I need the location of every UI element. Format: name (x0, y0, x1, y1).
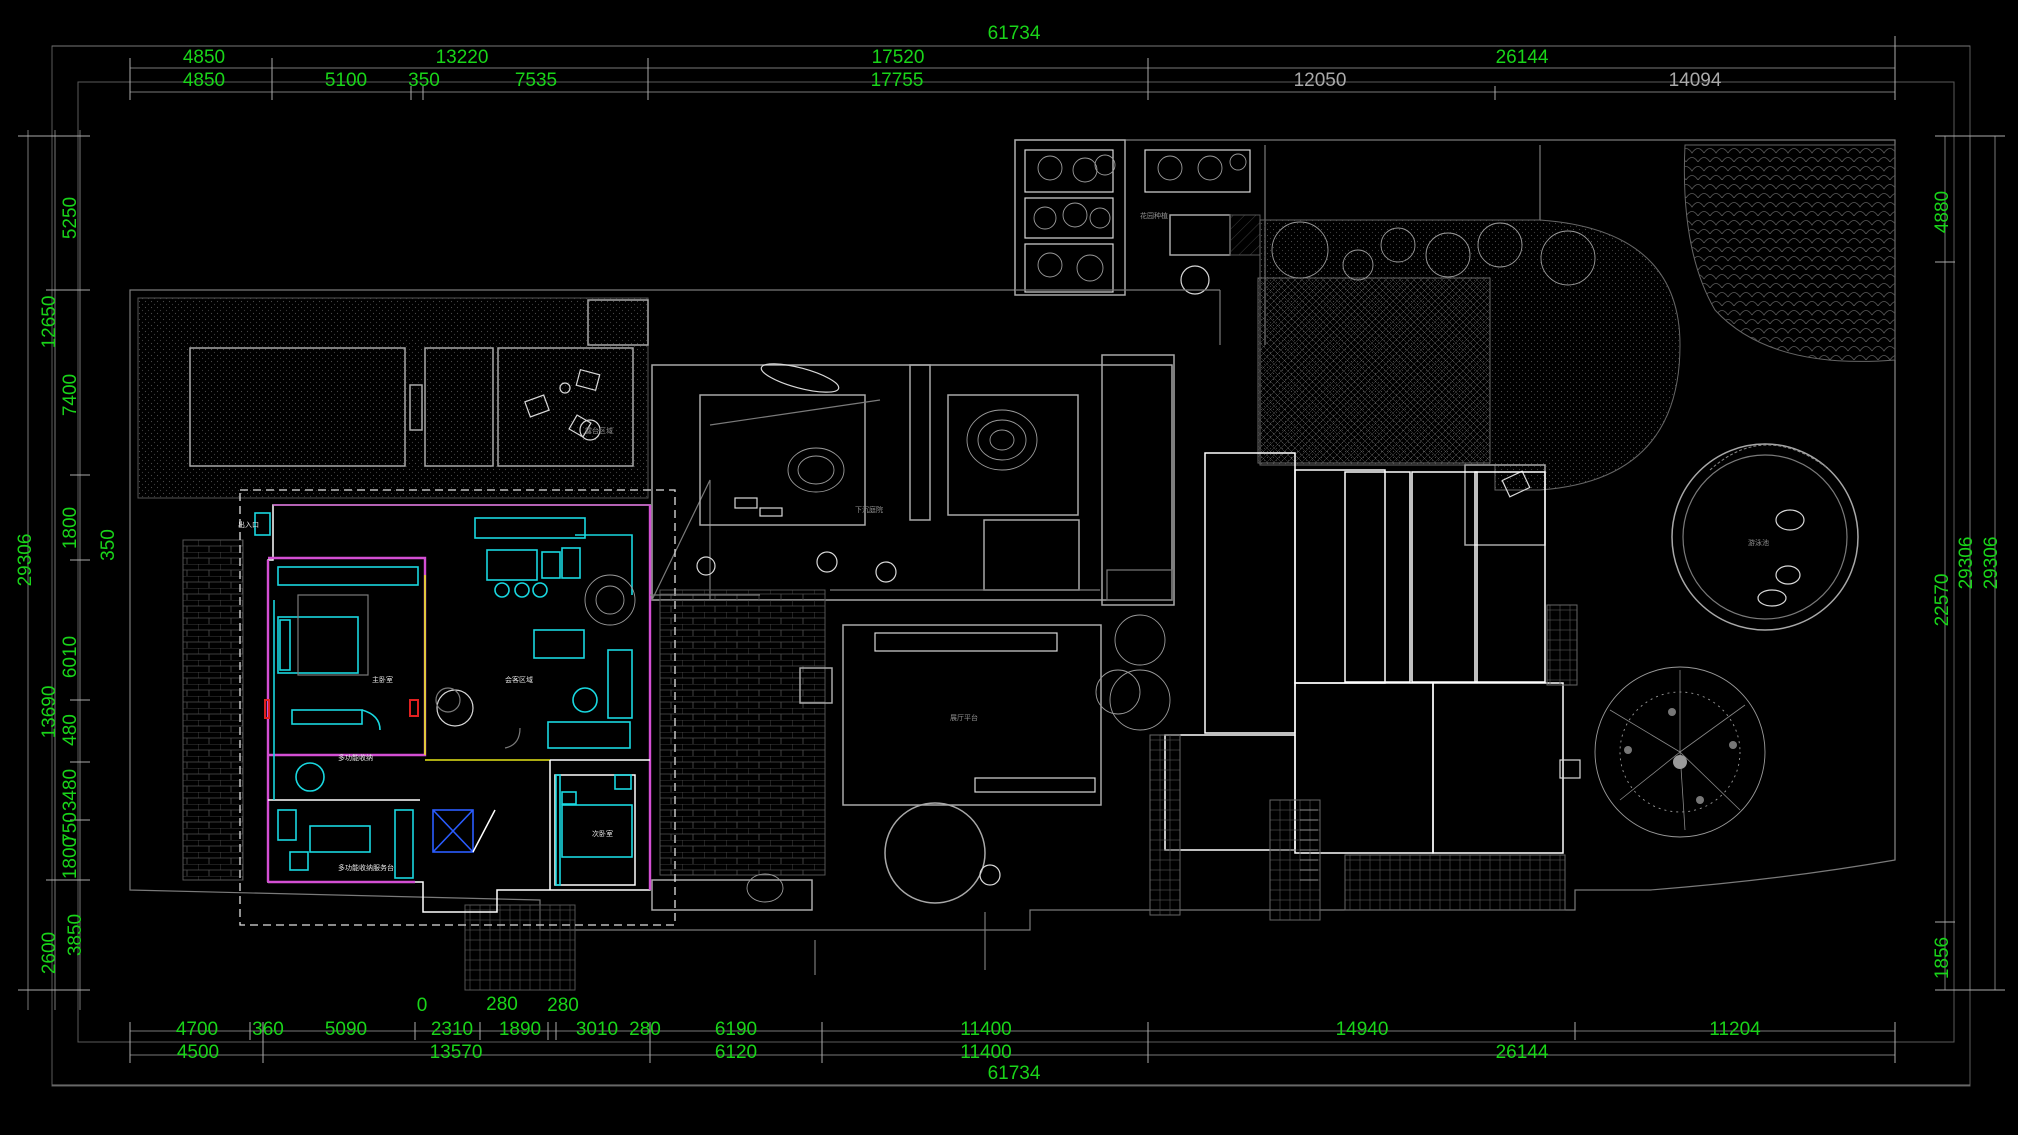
dim-left-in-7: 3480 (60, 769, 81, 811)
dim-right-in-2: 22570 (1932, 574, 1953, 627)
dim-top2-6: 12050 (1294, 70, 1347, 91)
dim-bot-5: 1890 (499, 1019, 541, 1040)
dim-right-in-1: 4880 (1932, 191, 1953, 233)
dim-bot-extra-3: 280 (547, 995, 579, 1016)
dim-top2-3: 350 (408, 70, 440, 91)
dim-bot2-5: 26144 (1496, 1042, 1549, 1063)
dim-bot2-4: 11400 (960, 1042, 1011, 1063)
right-plaza (1257, 219, 1681, 546)
dim-bot-8: 6190 (715, 1019, 757, 1040)
site-boundary (129, 139, 1896, 931)
dimension-text-left: 29306 12650 13690 3850 5250 7400 1800 35… (15, 197, 119, 974)
dim-left-mid-3: 3850 (65, 914, 86, 956)
dim-bot2-2: 13570 (430, 1042, 483, 1063)
dim-left-outer: 29306 (15, 534, 36, 587)
right-building (1149, 452, 1581, 921)
dim-left-mid-1: 12650 (39, 296, 60, 349)
dimension-text-bottom: 4700 360 5090 2310 1890 3010 280 6190 11… (176, 994, 1761, 1084)
dim-top2-5: 17755 (871, 70, 924, 91)
sunken-courtyard: 下沉庭院 (651, 354, 1175, 606)
dimension-text-right: 4880 22570 1856 29306 29306 (1932, 191, 2002, 979)
label-service: 多功能收纳服务台 (338, 863, 394, 872)
terrace-zone: 露台区域 (137, 297, 649, 499)
dim-top-2: 13220 (436, 47, 489, 68)
dim-left-in-8: 750 (60, 812, 81, 844)
label-storage: 多功能收纳 (338, 753, 373, 762)
label-hall: 展厅平台 (950, 713, 978, 722)
dim-left-in-9: 1800 (60, 837, 81, 879)
label-planters: 花园种植 (1140, 211, 1168, 220)
label-entry: 出入口 (238, 520, 259, 529)
label-terrace: 露台区域 (585, 426, 613, 435)
dim-top2-1: 4850 (183, 70, 225, 91)
dim-left-mid-2: 13690 (39, 686, 60, 739)
dim-bot-6: 3010 (576, 1019, 618, 1040)
dim-bot-4: 2310 (431, 1019, 473, 1040)
dim-top2-2: 5100 (325, 70, 367, 91)
pool-garden: 游泳池 (1594, 144, 1896, 860)
planters: 花园种植 (1014, 139, 1541, 345)
dim-left-in-2: 7400 (60, 374, 81, 416)
dim-bot2-3: 6120 (715, 1042, 757, 1063)
dim-right-mid: 29306 (1956, 537, 1977, 590)
dim-bot-10: 14940 (1336, 1019, 1389, 1040)
dim-bot-3: 5090 (325, 1019, 367, 1040)
dim-top2-7: 14094 (1669, 70, 1722, 91)
label-courtyard: 下沉庭院 (855, 505, 883, 514)
dimension-lines (18, 36, 2005, 1086)
dim-left-in-4: 350 (98, 529, 119, 561)
label-guest-bedroom: 次卧室 (592, 829, 613, 838)
dim-right-in-3: 1856 (1932, 937, 1953, 979)
dim-left-in-5: 6010 (60, 636, 81, 678)
dim-bot-7: 280 (629, 1019, 661, 1040)
dim-left-in-10: 2600 (39, 932, 60, 974)
dim-bot-9: 11400 (960, 1019, 1011, 1040)
dim-bot-2: 360 (252, 1019, 284, 1040)
dim-left-in-3: 1800 (60, 507, 81, 549)
highlighted-unit: 主卧室 多功能收纳 多功能收纳服务台 会客区域 次卧室 出入口 (238, 489, 676, 926)
misc-linework (650, 289, 1221, 975)
dim-top-1: 4850 (183, 47, 225, 68)
lounge-chairs (524, 368, 601, 441)
dim-bot-11: 11204 (1709, 1019, 1761, 1040)
central-hall: 展厅平台 (651, 589, 1171, 911)
dim-top2-4: 7535 (515, 70, 557, 91)
label-main-bedroom: 主卧室 (372, 675, 393, 684)
label-pool: 游泳池 (1748, 538, 1769, 547)
dim-top-4: 26144 (1496, 47, 1549, 68)
dim-right-outer: 29306 (1981, 537, 2002, 590)
dim-left-in-1: 5250 (60, 197, 81, 239)
dim-bot-extra-1: 0 (417, 995, 428, 1016)
dim-top-3: 17520 (872, 47, 925, 68)
left-paving (182, 539, 576, 991)
dim-bot-1: 4700 (176, 1019, 218, 1040)
dim-left-in-6: 480 (60, 714, 81, 746)
label-living: 会客区域 (505, 675, 533, 684)
dimension-text-top: 61734 4850 13220 17520 26144 4850 5100 3… (183, 23, 1722, 91)
dim-bot2-1: 4500 (177, 1042, 219, 1063)
dim-top-overall: 61734 (988, 23, 1041, 44)
dim-bot-extra-2: 280 (486, 994, 518, 1015)
dim-bot-overall: 61734 (988, 1063, 1041, 1084)
